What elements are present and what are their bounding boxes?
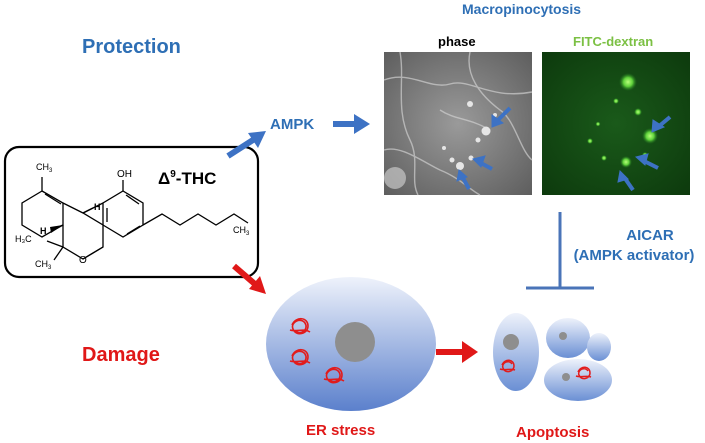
stereo-wedge [50,225,63,233]
er-stress-cell [266,277,436,411]
atom-oh: OH [117,169,132,180]
atom-ch3-low: CH3 [35,259,52,271]
ampk-label: AMPK [270,116,315,133]
atom-ch3-right: CH3 [233,225,250,237]
atom-oxygen: O [79,255,87,266]
protection-label: Protection [82,36,181,58]
apoptosis-cells [493,313,612,401]
er-stress-label: ER stress [306,422,376,439]
damage-label: Damage [82,344,160,366]
fitc-dextran-label: FITC-dextran [573,34,654,49]
atom-ch3-top: CH3 [36,162,53,174]
inhibition-bar [526,212,594,290]
aicar-sublabel: (AMPK activator) [573,247,695,264]
macropinocytosis-label: Macropinocytosis [462,1,582,17]
apoptosis-label: Apoptosis [516,424,590,441]
phase-micrograph [383,51,533,196]
aicar-label: AICAR [626,227,674,244]
atom-ch3-left: H₃C [15,234,32,244]
thc-structure [21,177,249,261]
arrow-ampk-to-macropinocytosis [333,114,370,134]
atom-h-upper: H [94,202,101,212]
thc-name: Δ9-THC [158,169,216,188]
atom-h-lower: H [40,226,47,236]
arrow-er-stress-to-apoptosis [436,341,478,363]
arrow-thc-to-damage [232,263,266,294]
thc-molecule-box: CH3 OH H H O H₃C CH3 CH3 Δ9-THC [3,145,260,279]
arrow-thc-to-ampk [226,131,266,159]
fitc-micrograph [542,52,690,195]
phase-label: phase [438,34,476,49]
